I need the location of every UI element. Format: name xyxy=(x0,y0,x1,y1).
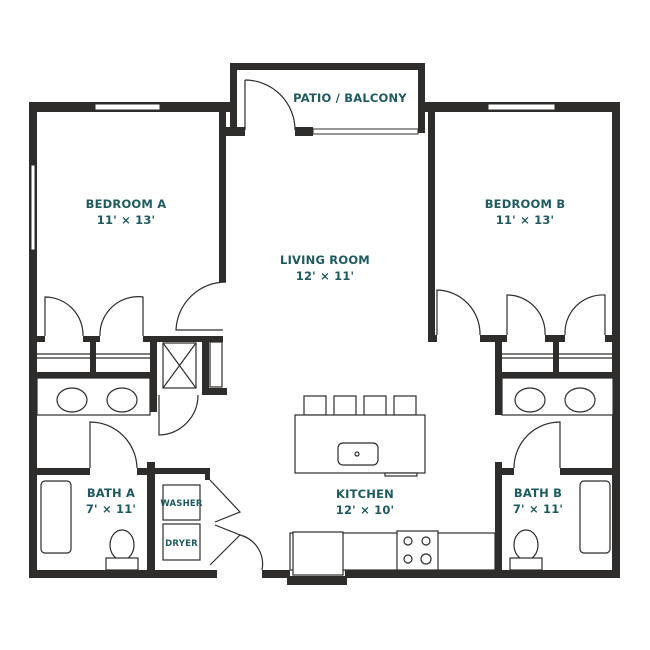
bar-stools xyxy=(303,395,417,416)
toilet-icon xyxy=(109,529,135,561)
bar-stool xyxy=(333,395,357,416)
sink-icon xyxy=(514,387,546,413)
bedroom-b-size: 11' × 13' xyxy=(496,213,555,227)
washer-label: WASHER xyxy=(160,499,203,509)
toilet-icon xyxy=(513,529,539,561)
bedroom-a-label: BEDROOM A xyxy=(86,197,167,211)
bath-a-label: BATH A xyxy=(87,486,135,500)
sink-icon xyxy=(564,387,596,413)
sink-icon xyxy=(337,442,379,466)
living-room-label: LIVING ROOM xyxy=(280,253,370,267)
bathtub-icon xyxy=(579,480,611,554)
bar-stool xyxy=(363,395,387,416)
bar-stool xyxy=(303,395,327,416)
bar-stool xyxy=(393,395,417,416)
patio-label: PATIO / BALCONY xyxy=(293,91,407,105)
bath-b-size: 7' × 11' xyxy=(513,502,563,516)
windows xyxy=(30,103,556,251)
sink-icon xyxy=(106,387,138,413)
bathtub-icon xyxy=(40,480,72,554)
burner-icon xyxy=(403,554,413,564)
burner-icon xyxy=(421,536,431,546)
bath-b-fixtures xyxy=(501,377,614,571)
dryer xyxy=(162,523,201,561)
living-room-size: 12' × 11' xyxy=(296,269,355,283)
bath-b-label: BATH B xyxy=(514,486,562,500)
bedroom-b-label: BEDROOM B xyxy=(485,197,566,211)
burner-icon xyxy=(403,536,413,546)
kitchen-size: 12' × 10' xyxy=(336,503,395,517)
sink-icon xyxy=(56,387,88,413)
closet-shelves xyxy=(37,341,613,389)
laundry xyxy=(162,484,201,561)
kitchen-label: KITCHEN xyxy=(336,487,394,501)
refrigerator xyxy=(292,531,344,576)
bath-a-size: 7' × 11' xyxy=(86,502,136,516)
burner-icon xyxy=(420,553,432,565)
kitchen-fixtures xyxy=(289,395,496,576)
washer xyxy=(162,484,201,521)
doors xyxy=(44,79,606,571)
stove xyxy=(396,530,439,571)
dryer-label: DRYER xyxy=(165,539,198,549)
room-labels: PATIO / BALCONY BEDROOM A 11' × 13' LIVI… xyxy=(86,91,566,549)
bath-a-fixtures xyxy=(36,377,151,571)
bedroom-a-size: 11' × 13' xyxy=(97,213,156,227)
